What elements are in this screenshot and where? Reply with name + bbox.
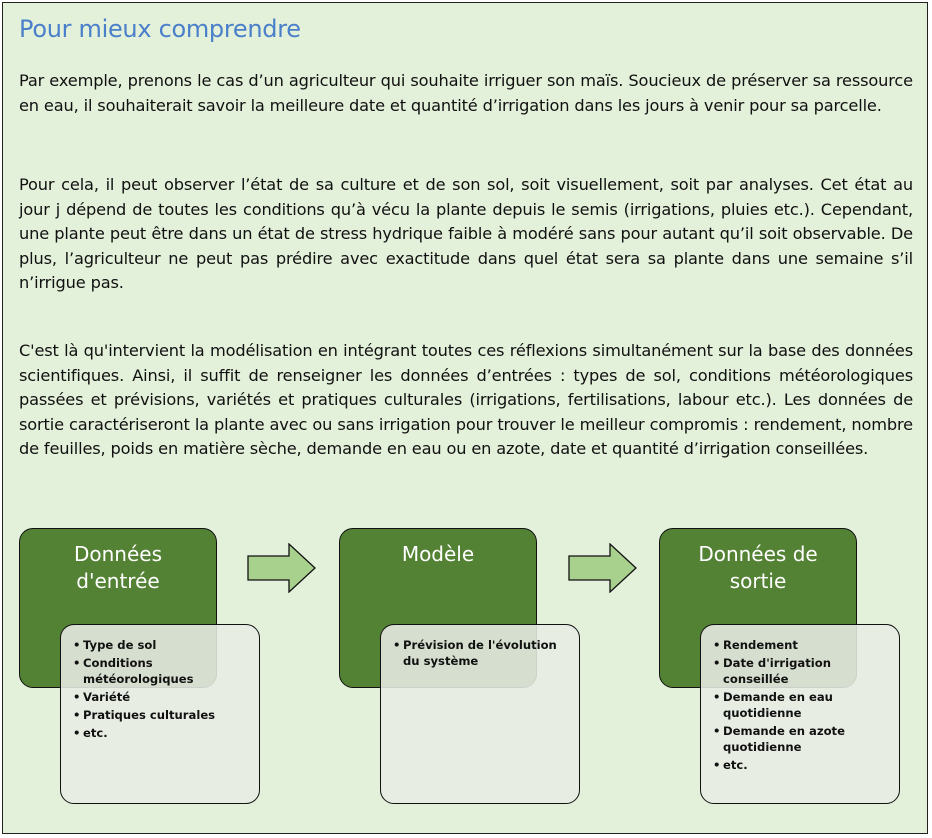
- paragraph-1: Par exemple, prenons le cas d’un agricul…: [19, 71, 913, 115]
- list-item: Demande en azote quotidienne: [713, 723, 863, 755]
- list-item: etc.: [73, 725, 251, 741]
- model-title: Modèle: [401, 542, 475, 566]
- model-list: Prévision de l'évolution du système: [393, 637, 571, 669]
- list-item: Date d'irrigation conseillée: [713, 655, 891, 687]
- list-item: Type de sol: [73, 637, 251, 653]
- output-data-title: Données de sortie: [698, 542, 818, 593]
- paragraph-3: C'est là qu'intervient la modélisation e…: [19, 341, 913, 459]
- list-item: Prévision de l'évolution du système: [393, 637, 571, 669]
- model-list-box: Prévision de l'évolution du système: [380, 624, 580, 804]
- input-data-list: Type de sol Conditions météorologiques V…: [73, 637, 251, 741]
- right-arrow-icon: [247, 543, 316, 593]
- list-item: Variété: [73, 689, 251, 705]
- output-data-list: Rendement Date d'irrigation conseillée D…: [713, 637, 891, 773]
- paragraph-2: Pour cela, il peut observer l’état de sa…: [19, 175, 913, 293]
- input-data-list-box: Type de sol Conditions météorologiques V…: [60, 624, 260, 804]
- list-item: Pratiques culturales: [73, 707, 251, 723]
- list-item: Conditions météorologiques: [73, 655, 194, 687]
- list-item: etc.: [713, 757, 891, 773]
- output-data-list-box: Rendement Date d'irrigation conseillée D…: [700, 624, 900, 804]
- section-title: Pour mieux comprendre: [19, 15, 301, 43]
- input-data-title: Données d'entrée: [73, 542, 163, 593]
- list-item: Rendement: [713, 637, 891, 653]
- right-arrow-icon: [568, 543, 637, 593]
- list-item: Demande en eau quotidienne: [713, 689, 843, 721]
